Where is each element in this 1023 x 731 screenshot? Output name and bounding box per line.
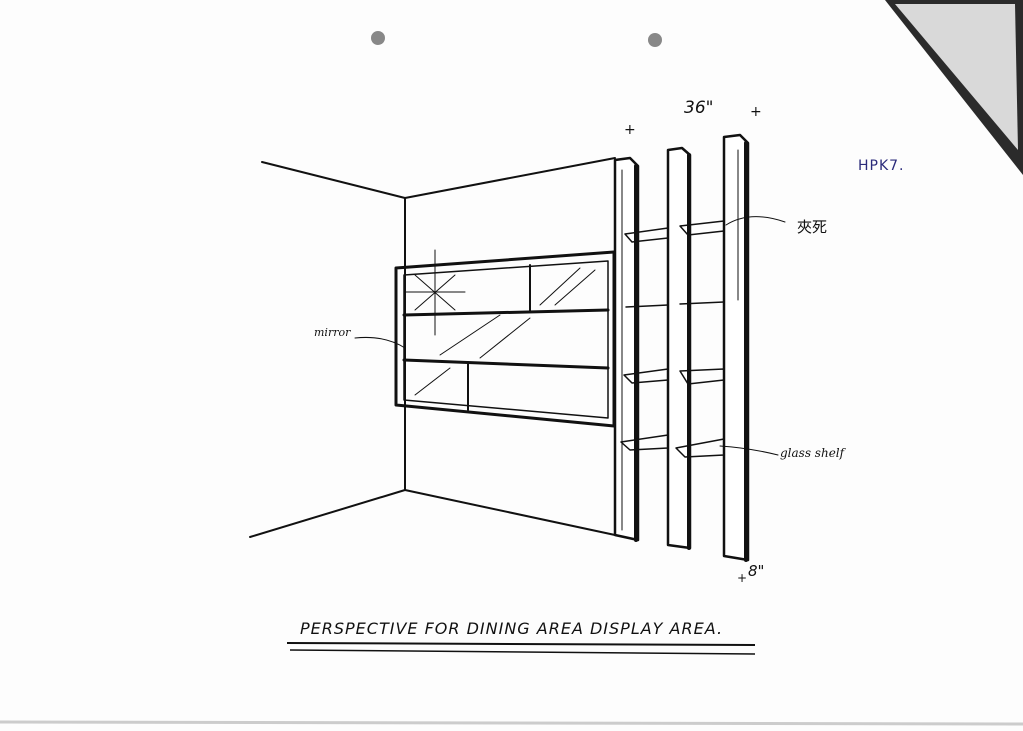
room-walls <box>249 157 616 538</box>
mirror <box>394 249 616 428</box>
display-column <box>666 146 692 550</box>
mirror-leader <box>354 337 406 349</box>
svg-text:+: + <box>750 104 762 120</box>
drawing-title: PERSPECTIVE FOR DINING AREA DISPLAY AREA… <box>300 619 724 638</box>
punch-hole <box>371 31 385 45</box>
clamp-label: 夾死 <box>797 218 828 236</box>
dimension-width-label: 36" <box>684 98 714 118</box>
glass-shelves <box>620 220 725 458</box>
svg-text:+: + <box>737 571 747 585</box>
glass-shelf-leader <box>719 445 779 456</box>
mirror-label: mirror <box>314 326 351 339</box>
sheet-code: HPK7. <box>858 158 905 174</box>
display-column <box>722 133 750 562</box>
svg-text:+: + <box>624 122 636 138</box>
dimension-depth-label: 8" <box>748 562 765 580</box>
clamp-leader <box>725 216 786 226</box>
display-column <box>613 156 640 542</box>
glass-shelf-label: glass shelf <box>780 446 845 460</box>
punch-hole <box>648 33 662 47</box>
